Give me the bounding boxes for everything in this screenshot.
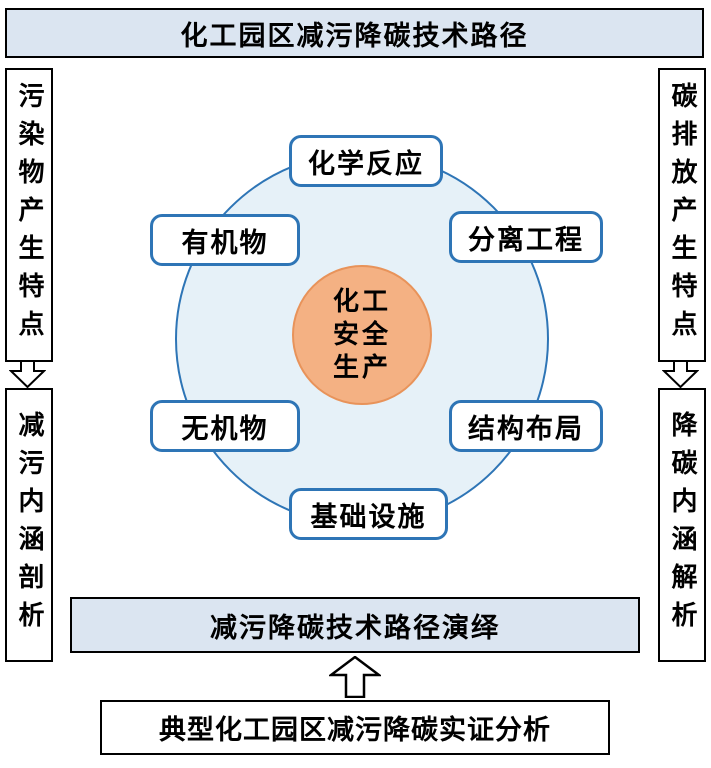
left-top-box: 污染物产生特点 [5, 68, 53, 362]
factor-separation-engineering: 分离工程 [449, 211, 603, 263]
factor-label: 有机物 [181, 227, 269, 259]
left-bottom-box: 减污内涵剖析 [5, 388, 53, 662]
factor-chemical-reaction: 化学反应 [289, 135, 443, 187]
bottom-box-label: 典型化工园区减污降碳实证分析 [159, 715, 551, 746]
page-title: 化工园区减污降碳技术路径 [180, 20, 529, 52]
factor-organics: 有机物 [150, 214, 300, 266]
factor-infrastructure: 基础设施 [289, 488, 448, 540]
factor-label: 结构布局 [468, 413, 584, 445]
factor-label: 基础设施 [310, 501, 427, 533]
up-arrow-icon [329, 656, 381, 698]
left-bottom-label: 减污内涵剖析 [14, 411, 44, 639]
core-line-3: 生产 [332, 352, 391, 383]
down-arrow-icon [9, 360, 46, 388]
right-top-box: 碳排放产生特点 [658, 68, 706, 362]
factor-label: 分离工程 [468, 224, 584, 256]
down-arrow-icon [662, 360, 699, 388]
bottom-box: 典型化工园区减污降碳实证分析 [100, 700, 610, 755]
left-top-label: 污染物产生特点 [14, 82, 44, 348]
factor-label: 无机物 [181, 413, 269, 445]
core-line-2: 安全 [332, 319, 391, 350]
middle-banner-label: 减污降碳技术路径演绎 [210, 612, 500, 644]
right-top-label: 碳排放产生特点 [667, 82, 697, 348]
top-banner: 化工园区减污降碳技术路径 [5, 8, 704, 58]
factor-inorganics: 无机物 [150, 400, 300, 452]
right-bottom-box: 降碳内涵解析 [658, 388, 706, 662]
core-line-1: 化工 [332, 286, 391, 317]
middle-banner: 减污降碳技术路径演绎 [70, 597, 640, 653]
factor-label: 化学反应 [308, 148, 424, 180]
core-circle: 化工 安全 生产 [292, 265, 432, 405]
factor-structural-layout: 结构布局 [449, 400, 603, 452]
right-bottom-label: 降碳内涵解析 [667, 411, 697, 639]
